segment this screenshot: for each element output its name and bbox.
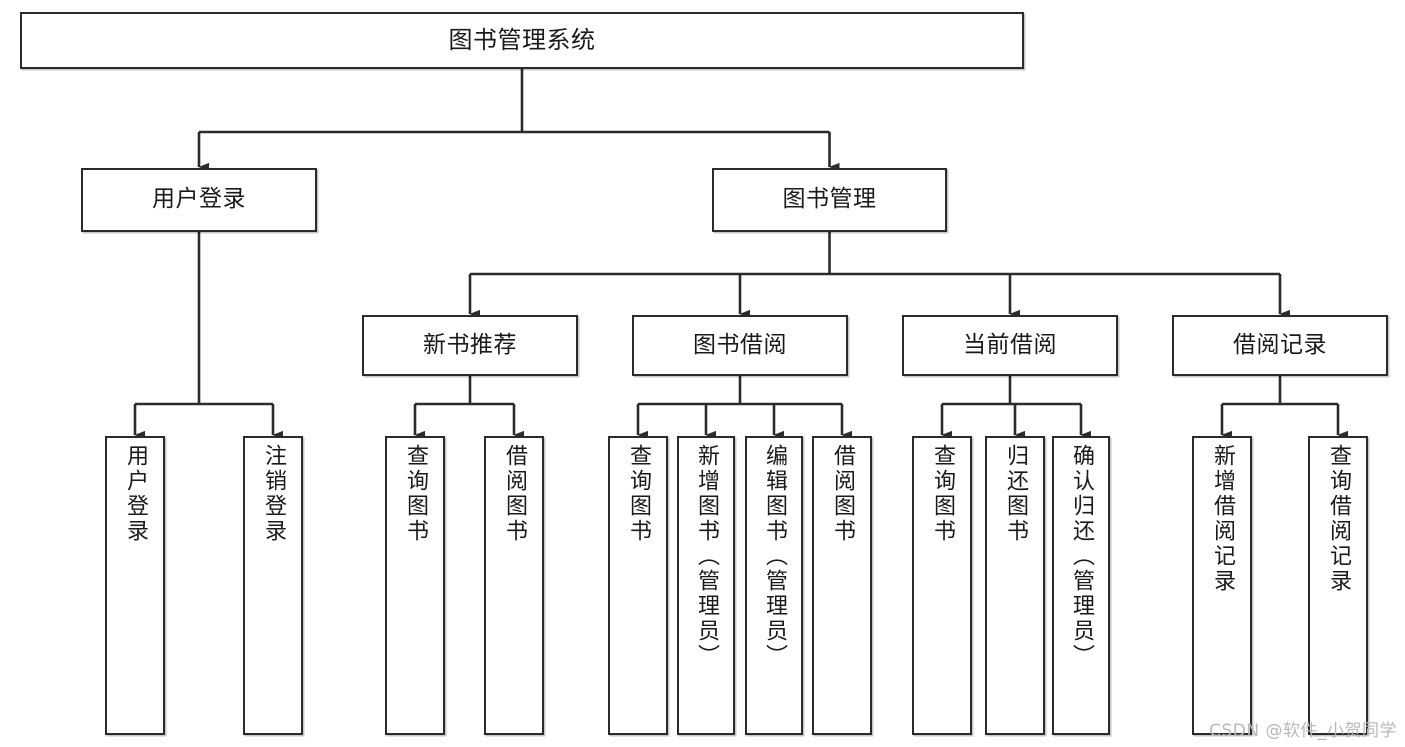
- node-label: 确认归还（管理员）: [1069, 444, 1094, 669]
- node-current-borrow[interactable]: 当前借阅: [902, 315, 1118, 376]
- node-leaf-add-book[interactable]: 新增图书（管理员）: [677, 436, 735, 735]
- node-label: 查询图书: [626, 444, 651, 544]
- node-label: 借阅图书: [502, 444, 527, 544]
- node-leaf-query-record[interactable]: 查询借阅记录: [1308, 436, 1368, 735]
- node-label: 查询图书: [403, 444, 428, 544]
- node-label: 查询图书: [930, 444, 955, 544]
- node-leaf-borrow-book-1[interactable]: 借阅图书: [484, 436, 544, 735]
- node-label: 图书管理系统: [448, 26, 596, 55]
- node-label: 借阅记录: [1233, 331, 1327, 358]
- node-label: 图书管理: [782, 186, 877, 213]
- node-leaf-user-login[interactable]: 用户登录: [105, 436, 165, 735]
- node-borrow-record[interactable]: 借阅记录: [1172, 315, 1388, 376]
- node-leaf-return-book[interactable]: 归还图书: [985, 436, 1045, 735]
- node-user-login[interactable]: 用户登录: [81, 168, 317, 232]
- node-label: 用户登录: [123, 444, 148, 544]
- node-leaf-add-record[interactable]: 新增借阅记录: [1192, 436, 1252, 735]
- node-label: 编辑图书（管理员）: [762, 444, 787, 669]
- node-leaf-query-book-3[interactable]: 查询图书: [912, 436, 972, 735]
- node-leaf-query-book-2[interactable]: 查询图书: [608, 436, 668, 735]
- node-label: 归还图书: [1003, 444, 1028, 544]
- node-label: 新书推荐: [423, 331, 517, 358]
- node-book-borrow[interactable]: 图书借阅: [632, 315, 848, 376]
- node-label: 注销登录: [261, 444, 286, 544]
- node-new-book-recommend[interactable]: 新书推荐: [362, 315, 578, 376]
- node-label: 新增借阅记录: [1210, 444, 1235, 594]
- node-leaf-borrow-book-2[interactable]: 借阅图书: [812, 436, 872, 735]
- node-label: 新增图书（管理员）: [694, 444, 719, 669]
- node-book-management[interactable]: 图书管理: [712, 168, 947, 232]
- node-leaf-edit-book[interactable]: 编辑图书（管理员）: [745, 436, 803, 735]
- node-leaf-confirm-return[interactable]: 确认归还（管理员）: [1052, 436, 1110, 735]
- node-leaf-logout[interactable]: 注销登录: [243, 436, 303, 735]
- node-label: 图书借阅: [693, 331, 787, 358]
- node-label: 用户登录: [152, 186, 246, 213]
- node-label: 当前借阅: [963, 331, 1057, 358]
- node-label: 查询借阅记录: [1326, 444, 1351, 594]
- node-root-book-management-system[interactable]: 图书管理系统: [20, 12, 1024, 69]
- node-label: 借阅图书: [830, 444, 855, 544]
- watermark-text: CSDN @软件_小贺同学: [1209, 721, 1397, 741]
- node-leaf-query-book-1[interactable]: 查询图书: [385, 436, 445, 735]
